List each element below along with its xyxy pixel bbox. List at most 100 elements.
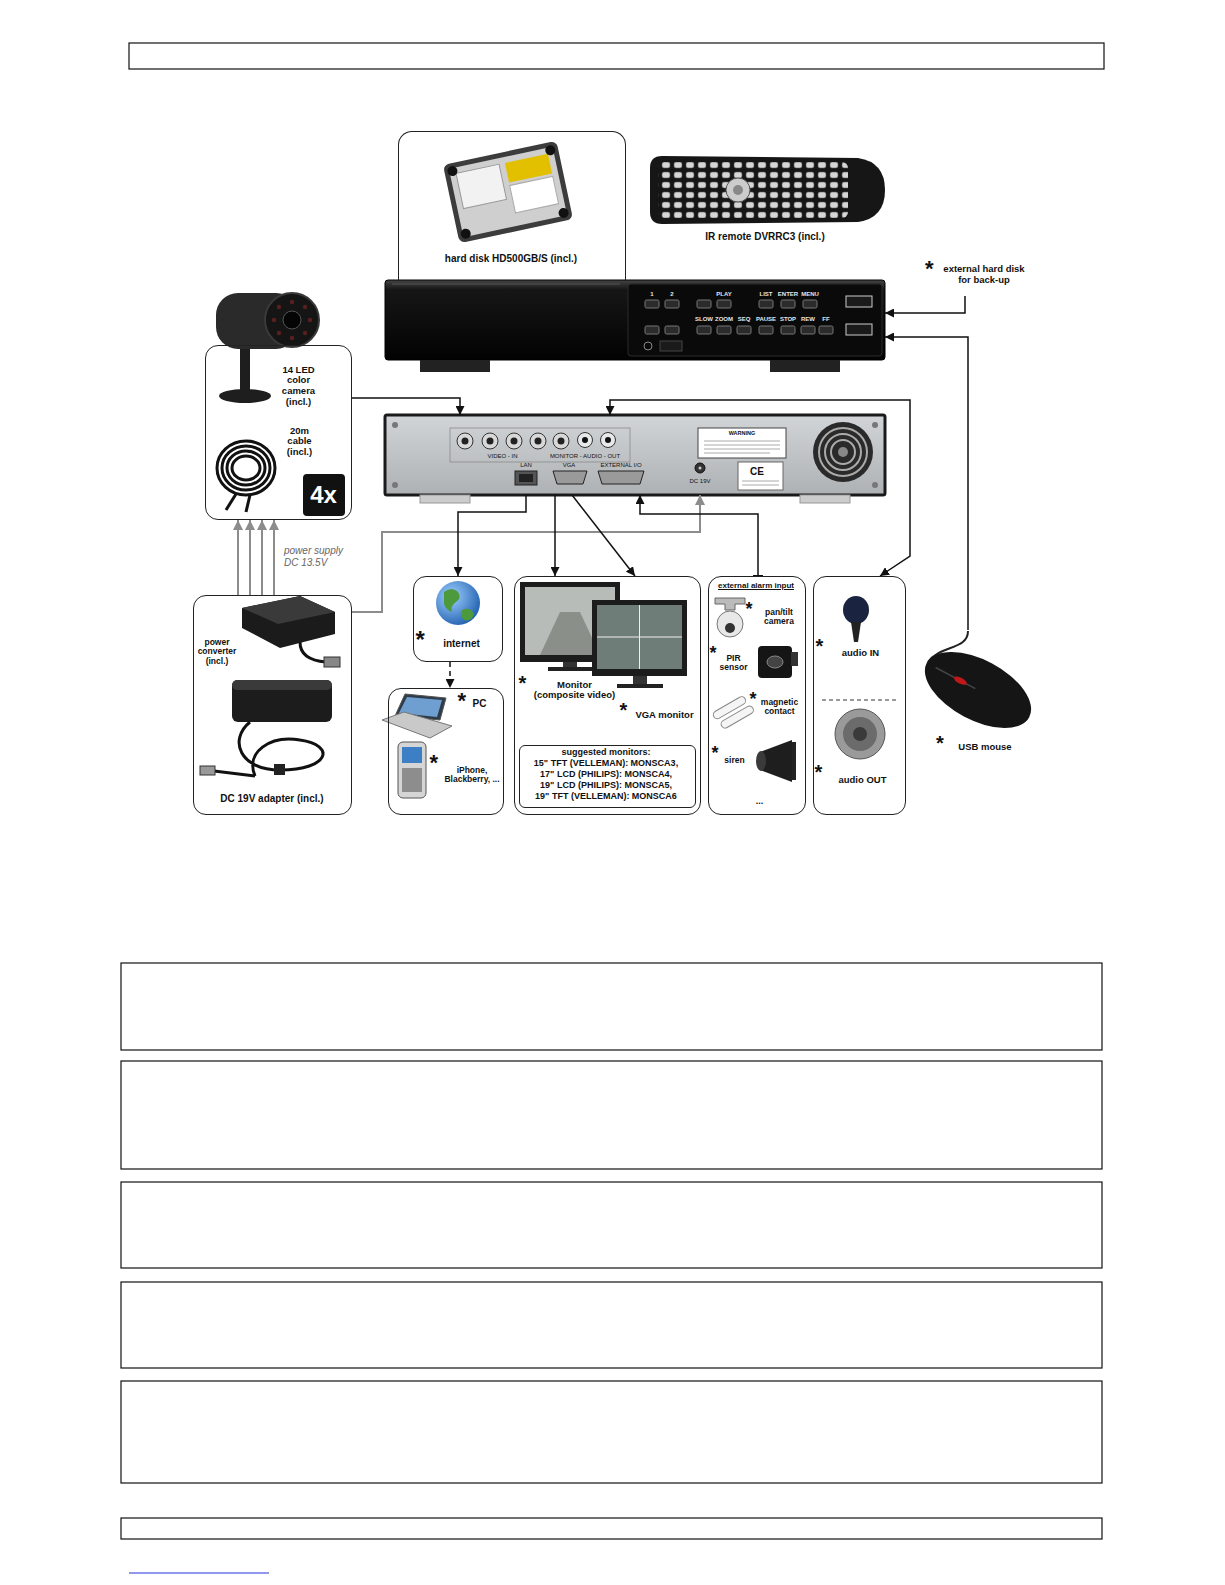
page-frame xyxy=(121,1381,1102,1483)
dvr-rear-drawing xyxy=(872,422,878,428)
dvr-rear-drawing xyxy=(535,438,542,445)
dvr-front-drawing xyxy=(665,300,679,308)
node-label: 4x xyxy=(303,474,345,516)
hard-disk-drawing xyxy=(460,228,472,240)
dvr-front-drawing xyxy=(846,296,872,307)
node-label: VIDEO - IN xyxy=(455,453,550,460)
laptop-drawing xyxy=(382,712,452,738)
signal-arrow xyxy=(572,495,635,576)
signal-arrow xyxy=(885,296,965,313)
ir-remote xyxy=(658,162,848,218)
node-label: suggested monitors: xyxy=(520,747,692,757)
node-label: STOP xyxy=(776,316,800,323)
composite-monitor-drawing xyxy=(548,667,592,671)
camera-drawing xyxy=(290,300,294,304)
node-label: audio IN xyxy=(830,648,892,659)
node-label: siren xyxy=(720,756,750,766)
dvr-rear-drawing xyxy=(515,471,537,485)
camera-drawing xyxy=(303,305,307,309)
ir-remote xyxy=(650,156,885,224)
power-line xyxy=(352,495,700,612)
dvr-rear-drawing xyxy=(738,462,783,490)
caption-label: IR remote DVRRC3 (incl.) xyxy=(680,231,850,243)
node-label: external alarm input xyxy=(710,581,803,590)
page-frame xyxy=(121,963,1102,1050)
vga-monitor-drawing xyxy=(597,637,682,638)
asterisk-mark: * xyxy=(746,600,758,618)
node-label: 2 xyxy=(660,291,684,298)
pc-box: *PC*iPhone, Blackberry, ... xyxy=(388,688,504,815)
node-label: DC 19V adapter (incl.) xyxy=(200,793,345,805)
power-line xyxy=(237,520,239,595)
backup-disk-note: *external hard disk for back-up xyxy=(925,258,1032,296)
node-label: USB mouse xyxy=(950,742,1020,753)
node-label: PAUSE xyxy=(754,316,778,323)
cable-coil xyxy=(232,456,260,480)
dvr-rear-drawing xyxy=(385,415,885,503)
page-frame xyxy=(129,1572,269,1573)
phone-drawing xyxy=(402,768,422,792)
power-line xyxy=(273,520,275,595)
hard-disk-drawing xyxy=(510,176,559,213)
signal-arrow xyxy=(449,662,451,688)
asterisk-mark: * xyxy=(458,690,474,712)
node-label: 15" TFT (VELLEMAN): MONSCA3, xyxy=(520,758,692,768)
adapter-drawing xyxy=(200,766,215,775)
dvr-rear-drawing xyxy=(601,433,616,448)
signal-arrow xyxy=(885,337,968,630)
phone-drawing xyxy=(398,742,426,798)
dvr-rear-drawing xyxy=(742,485,779,486)
dvr-front-drawing xyxy=(385,280,885,372)
ptz-camera-drawing xyxy=(715,598,745,637)
hard-disk-drawing xyxy=(443,141,573,243)
pir-sensor-drawing xyxy=(758,646,792,678)
dvr-front-drawing xyxy=(819,326,833,334)
node-label: 20m cable (incl.) xyxy=(280,426,320,459)
page-frame xyxy=(121,1282,1102,1368)
dvr-rear-drawing xyxy=(704,445,780,446)
hard-disk-drawing xyxy=(449,147,567,238)
dvr-rear-drawing xyxy=(530,433,546,449)
dvr-front-drawing xyxy=(717,326,731,334)
node-label: 14 LED color camera (incl.) xyxy=(276,365,322,409)
dvr-rear-drawing xyxy=(704,449,780,450)
node-label: REW xyxy=(796,316,820,323)
asterisk-mark: * xyxy=(925,258,939,280)
microphone-drawing xyxy=(843,596,869,642)
dvr-rear-drawing xyxy=(462,438,469,445)
suggestion-box: suggested monitors:15" TFT (VELLEMAN): M… xyxy=(519,745,696,808)
dvr-rear-drawing xyxy=(838,447,848,457)
dvr-rear-drawing xyxy=(487,438,494,445)
signal-arrow xyxy=(352,398,460,415)
dvr-front-drawing xyxy=(697,326,711,334)
dvr-front-drawing xyxy=(770,360,840,372)
dvr-rear-drawing xyxy=(385,415,885,495)
pir-sensor-drawing xyxy=(791,652,798,666)
ptz-camera-drawing xyxy=(725,623,735,633)
ir-remote xyxy=(726,178,750,202)
adapter-drawing xyxy=(214,771,255,776)
globe-icon xyxy=(436,581,480,625)
magnetic-contact-drawing xyxy=(712,694,755,730)
page-frame xyxy=(121,43,1104,1573)
cable-coil xyxy=(222,446,270,490)
magnetic-contact-drawing xyxy=(720,705,755,730)
dvr-front-drawing xyxy=(665,326,679,334)
dvr-front-drawing xyxy=(801,326,815,334)
vga-monitor-drawing xyxy=(592,600,687,676)
dvr-rear-drawing xyxy=(742,481,779,482)
adapter-drawing xyxy=(232,680,332,690)
ir-remote xyxy=(650,156,885,224)
node-label: WARNING xyxy=(700,430,784,436)
dvr-rear-drawing xyxy=(698,428,786,458)
power-box: power converter (incl.)DC 19V adapter (i… xyxy=(193,595,352,815)
node-label: ... xyxy=(745,796,775,806)
node-label: internet xyxy=(432,638,492,650)
node-label: MONITOR - AUDIO - OUT xyxy=(545,453,625,460)
dvr-front-drawing xyxy=(385,280,885,360)
dvr-front-panel: 12PLAYLISTENTERMENUSLOWZOOMSEQPAUSESTOPR… xyxy=(385,280,885,360)
microphone-drawing xyxy=(851,622,861,642)
node-label: LAN xyxy=(511,462,541,469)
asterisk-mark: * xyxy=(430,752,446,774)
dvr-front-drawing xyxy=(392,284,620,285)
